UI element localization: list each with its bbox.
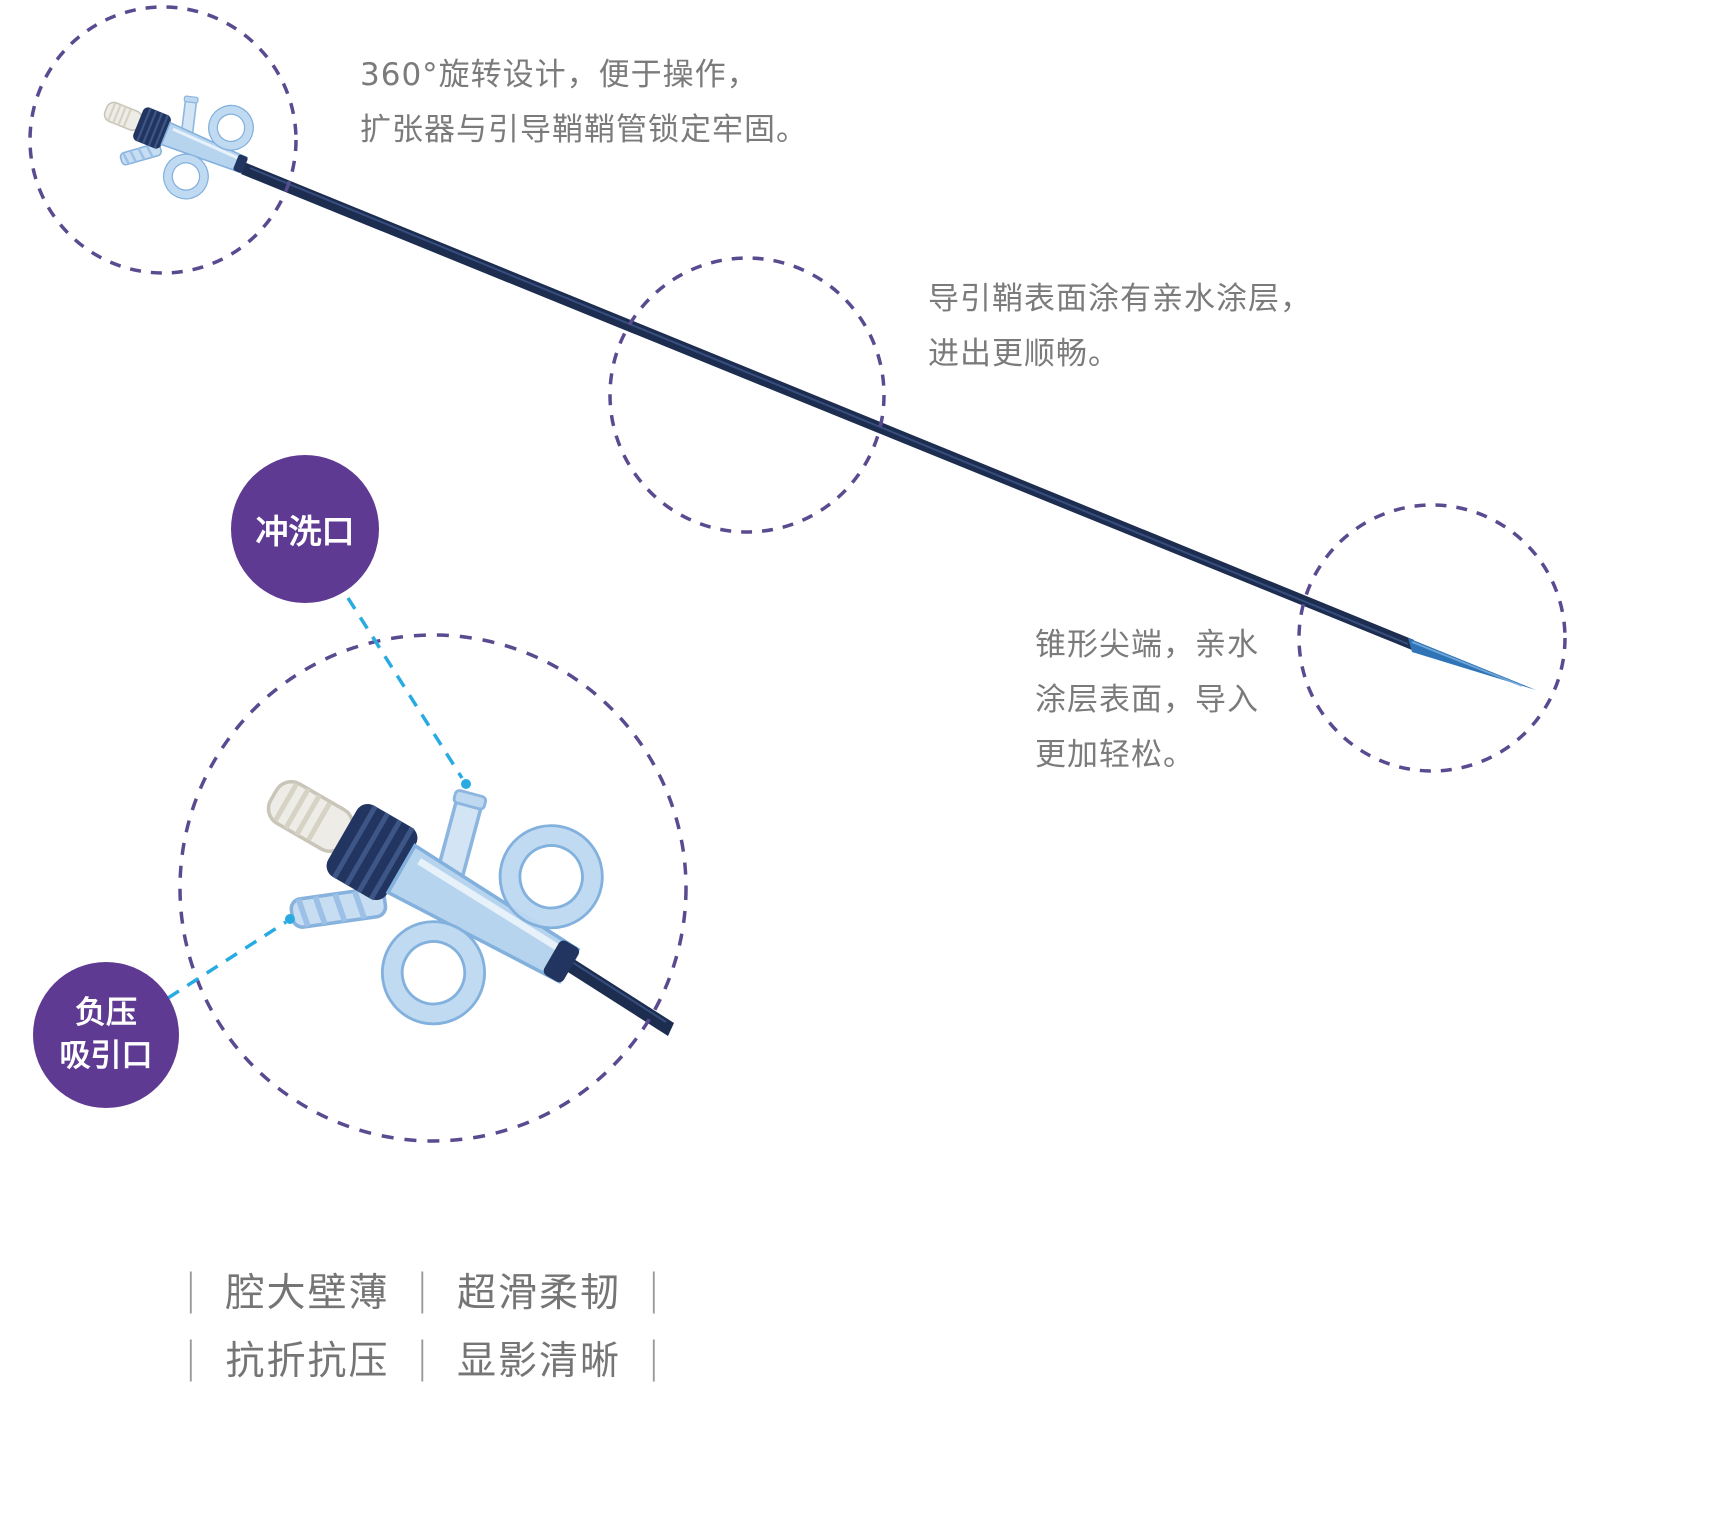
feature-divider: | xyxy=(415,1265,431,1315)
suction-port-badge: 负压 吸引口 xyxy=(33,962,179,1108)
annotation-line: 导引鞘表面涂有亲水涂层， xyxy=(928,281,1312,317)
suction-port-label-line1: 负压 xyxy=(75,995,137,1031)
suction-port-connector-line xyxy=(167,920,287,1000)
suction-port-label-line2: 吸引口 xyxy=(59,1038,153,1074)
annotation-line: 扩张器与引导鞘鞘管锁定牢固。 xyxy=(360,112,808,148)
annotation-line: 进出更顺畅。 xyxy=(928,336,1120,372)
annotation-line: 锥形尖端，亲水 xyxy=(1035,627,1259,663)
highlight-circle-tip xyxy=(1297,503,1567,773)
feature-item: 腔大壁薄 xyxy=(225,1271,390,1316)
enlarged-device-hub xyxy=(211,692,631,1075)
feature-item: 抗折抗压 xyxy=(225,1339,390,1384)
annotation-hydrophilic-coating: 导引鞘表面涂有亲水涂层， 进出更顺畅。 xyxy=(928,272,1312,382)
feature-divider: | xyxy=(647,1265,663,1315)
tapered-tip xyxy=(1408,638,1536,690)
flush-port-connector-line xyxy=(346,597,464,779)
flush-port-badge: 冲洗口 xyxy=(231,455,379,603)
annotation-line: 更加轻松。 xyxy=(1035,737,1195,773)
highlight-circle-hub xyxy=(28,5,298,275)
feature-divider: | xyxy=(647,1333,663,1383)
annotation-tapered-tip: 锥形尖端，亲水 涂层表面，导入 更加轻松。 xyxy=(1035,618,1259,783)
feature-item: 超滑柔韧 xyxy=(456,1271,621,1316)
feature-row: | 腔大壁薄 | 超滑柔韧 | xyxy=(158,1256,688,1324)
annotation-line: 360°旋转设计，便于操作， xyxy=(360,57,759,93)
feature-row: | 抗折抗压 | 显影清晰 | xyxy=(158,1324,688,1392)
highlight-circle-shaft xyxy=(608,256,886,534)
sheath-shaft xyxy=(241,162,1414,650)
annotation-line: 涂层表面，导入 xyxy=(1035,682,1259,718)
enlarged-device-shaft xyxy=(560,954,674,1036)
flush-port-connector-dot xyxy=(461,779,471,789)
suction-port-connector-dot xyxy=(285,914,295,924)
feature-divider: | xyxy=(184,1265,200,1315)
annotation-rotation-design: 360°旋转设计，便于操作， 扩张器与引导鞘鞘管锁定牢固。 xyxy=(360,48,808,158)
feature-divider: | xyxy=(415,1333,431,1383)
main-device-hub xyxy=(86,61,265,216)
feature-item: 显影清晰 xyxy=(456,1339,621,1384)
feature-list: | 腔大壁薄 | 超滑柔韧 | | 抗折抗压 | 显影清晰 | xyxy=(158,1256,688,1392)
feature-divider: | xyxy=(184,1333,200,1383)
flush-port-label: 冲洗口 xyxy=(255,512,355,551)
highlight-circle-enlarged xyxy=(178,633,688,1143)
